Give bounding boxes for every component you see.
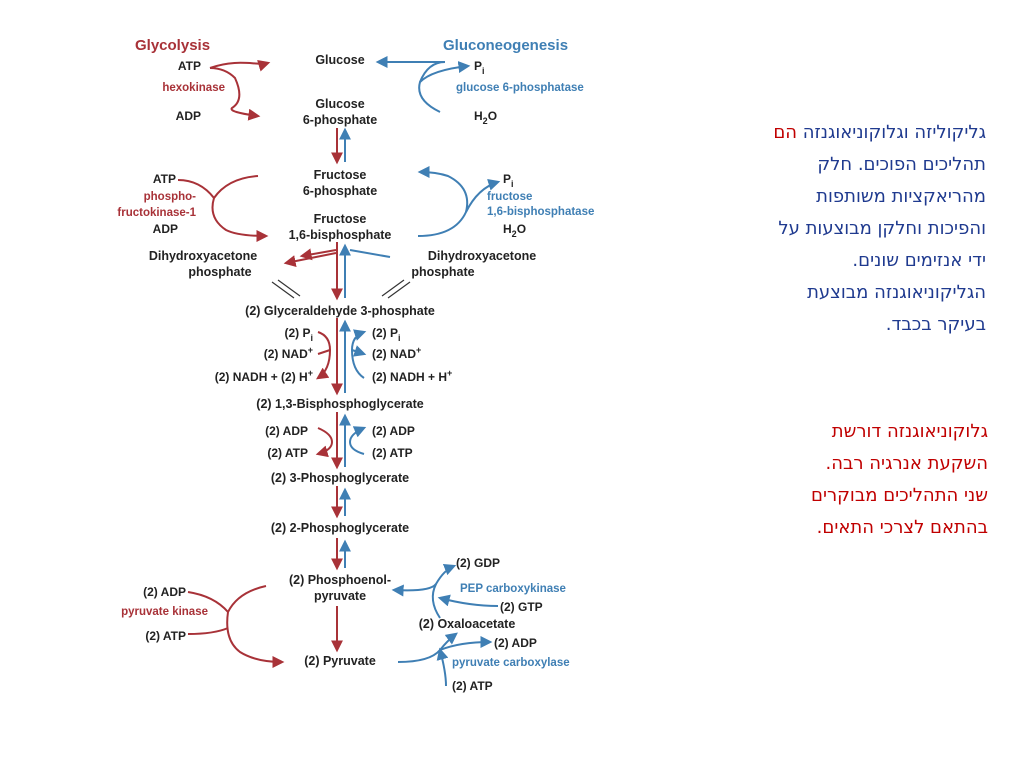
fbpase-step: Pi fructose 1,6-bisphosphatase H2O: [417, 166, 594, 239]
gapdh-step: (2) Pi (2) NAD+ (2) NADH + (2) H+ (2) Pi…: [215, 326, 453, 384]
glycolysis-header: Glycolysis: [135, 37, 210, 54]
oaa-label: (2) Oxaloacetate: [419, 617, 516, 631]
pepck-gdp: (2) GDP: [456, 556, 500, 570]
pc-adp: (2) ADP: [494, 636, 537, 650]
fbpase-enzyme-1: fructose: [487, 191, 532, 203]
dhap-left-label-1: Dihydroxyacetone: [149, 249, 257, 263]
pk-atp: (2) ATP: [145, 629, 186, 643]
pfk-enzyme-1: phospho-: [144, 191, 197, 203]
gng-pgk-adp: (2) ADP: [372, 424, 415, 438]
gly-gapdh-nadh: (2) NADH + (2) H+: [215, 368, 313, 384]
f6p-label-1: Fructose: [314, 168, 367, 182]
glucose-label: Glucose: [315, 53, 364, 67]
pc-atp: (2) ATP: [452, 679, 493, 693]
bpg-label: (2) 1,3-Bisphosphoglycerate: [256, 397, 423, 411]
pg2-label: (2) 2-Phosphoglycerate: [271, 521, 409, 535]
fbpase-enzyme-2: 1,6-bisphosphatase: [487, 206, 594, 218]
gly-gapdh-nad: (2) NAD+: [264, 345, 313, 361]
hk-enzyme: hexokinase: [162, 82, 225, 94]
g6p-label-1: Glucose: [315, 97, 364, 111]
hexokinase-step: ATP hexokinase ADP: [162, 59, 271, 123]
gly-gapdh-pi: (2) Pi: [284, 326, 313, 343]
main-pathway-arrows: [283, 127, 391, 653]
glycolysis-word: גליקוליזה ו: [903, 122, 986, 143]
pfk1-step: ATP phospho- fructokinase-1 ADP: [117, 172, 269, 242]
glycolysis-gluconeogenesis-diagram: Glycolysis Gluconeogenesis Glucose Gluco…: [117, 37, 594, 693]
pep-label-1: (2) Phosphoenol-: [289, 573, 391, 587]
pyruvate-carboxylase-step: (2) ADP pyruvate carboxylase (2) ATP: [397, 632, 570, 693]
gly-pgk-adp: (2) ADP: [265, 424, 308, 438]
g6pase-step: Pi glucose 6-phosphatase H2O: [375, 56, 584, 126]
pyruvate-kinase-step: (2) ADP pyruvate kinase (2) ATP: [121, 585, 285, 668]
fbpase-pi: Pi: [503, 172, 514, 189]
pk-enzyme: pyruvate kinase: [121, 606, 208, 618]
hk-adp: ADP: [176, 109, 201, 123]
gng-gapdh-nad: (2) NAD+: [372, 345, 421, 361]
p2-line-3: שני התהליכים מבוקרים: [811, 485, 988, 506]
p1-line-5: ידי אנזימים שונים.: [852, 250, 986, 271]
p1-line-1: גליקוליזה וגלוקוניאוגנזה הם: [690, 117, 986, 149]
p1-line-4: והפיכות וחלקן מבוצעות על: [778, 218, 986, 239]
p2-line-1: גלוקוניאוגנזה דורשת: [831, 421, 988, 442]
explanation-paragraph-1: גליקוליזה וגלוקוניאוגנזה הם תהליכים הפוכ…: [690, 117, 986, 341]
p1-line-6: הגליקוניאוגנזה מבוצעת: [807, 282, 986, 303]
pep-label-2: pyruvate: [314, 589, 366, 603]
pfk-adp: ADP: [153, 222, 178, 236]
dhap-equilibrium-lines: [271, 279, 411, 299]
pepck-enzyme: PEP carboxykinase: [460, 583, 566, 595]
gng-gapdh-pi: (2) Pi: [372, 326, 401, 343]
hk-atp: ATP: [178, 59, 201, 73]
dhap-right-label-1: Dihydroxyacetone: [428, 249, 536, 263]
pg3-label: (2) 3-Phosphoglycerate: [271, 471, 409, 485]
pc-enzyme: pyruvate carboxylase: [452, 657, 570, 669]
gng-pgk-atp: (2) ATP: [372, 446, 413, 460]
pepck-gtp: (2) GTP: [500, 600, 543, 614]
p2-line-2: השקעת אנרגיה רבה.: [825, 453, 988, 474]
gng-gapdh-nadh: (2) NADH + H+: [372, 368, 452, 384]
f6p-label-2: 6-phosphate: [303, 184, 377, 198]
p1-line-2: תהליכים הפוכים. חלק: [817, 154, 986, 175]
explanation-paragraph-2: גלוקוניאוגנזה דורשת השקעת אנרגיה רבה. שנ…: [700, 416, 988, 544]
pepck-step: (2) GDP PEP carboxykinase (2) GTP: [391, 556, 566, 619]
pgk-step: (2) ADP (2) ATP (2) ADP (2) ATP: [265, 424, 415, 460]
gap-label: (2) Glyceraldehyde 3-phosphate: [245, 304, 435, 318]
dhap-left-label-2: phosphate: [188, 265, 251, 279]
g6p-label-2: 6-phosphate: [303, 113, 377, 127]
g6pase-pi: Pi: [474, 59, 485, 76]
pfk-enzyme-2: fructokinase-1: [117, 207, 196, 219]
p2-line-4: בהתאם לצרכי התאים.: [816, 517, 988, 538]
are-word: הם: [773, 122, 803, 143]
p1-line-7: בעיקר בכבד.: [885, 314, 986, 335]
fbp-label-1: Fructose: [314, 212, 367, 226]
g6pase-h2o: H2O: [474, 109, 497, 126]
gluconeogenesis-header: Gluconeogenesis: [443, 37, 568, 54]
g6pase-enzyme: glucose 6-phosphatase: [456, 82, 584, 94]
pk-adp: (2) ADP: [143, 585, 186, 599]
fbpase-h2o: H2O: [503, 222, 526, 239]
pyruvate-label: (2) Pyruvate: [304, 654, 376, 668]
gluconeogenesis-word: גלוקוניאוגנזה: [802, 122, 904, 143]
fbp-label-2: 1,6-bisphosphate: [289, 228, 392, 242]
dhap-right-label-2: phosphate: [411, 265, 474, 279]
gly-pgk-atp: (2) ATP: [267, 446, 308, 460]
pfk-atp: ATP: [153, 172, 176, 186]
p1-line-3: מהריאקציות משותפות: [816, 186, 986, 207]
